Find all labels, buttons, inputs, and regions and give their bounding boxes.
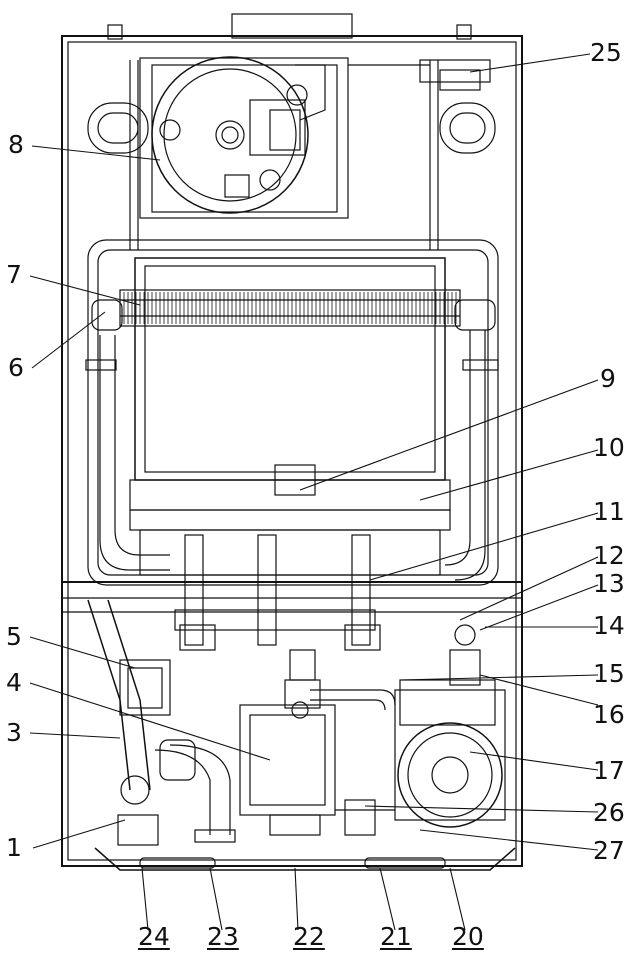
boiler-casing	[61, 35, 523, 867]
callout-10: 10	[593, 433, 625, 462]
callout-15: 15	[593, 659, 625, 688]
callout-17: 17	[593, 756, 625, 785]
component-5	[119, 659, 171, 716]
flue-collar	[231, 13, 353, 39]
callout-25: 25	[590, 38, 622, 67]
callout-5: 5	[6, 622, 22, 651]
callout-16: 16	[593, 700, 625, 729]
callout-12: 12	[593, 541, 625, 570]
callout-9: 9	[600, 364, 616, 393]
callout-11: 11	[593, 497, 625, 526]
callout-20: 20	[452, 922, 484, 951]
callout-4: 4	[6, 668, 22, 697]
gas-valve	[239, 649, 336, 836]
bottom-tray	[94, 847, 516, 871]
callout-22: 22	[293, 922, 325, 951]
callout-7: 7	[6, 260, 22, 289]
callout-14: 14	[593, 611, 625, 640]
callout-23: 23	[207, 922, 239, 951]
burner	[129, 464, 451, 576]
pump	[394, 679, 506, 828]
callout-3: 3	[6, 718, 22, 747]
callout-26: 26	[593, 798, 625, 827]
callout-13: 13	[593, 569, 625, 598]
callout-1: 1	[6, 833, 22, 862]
heat-exchanger	[119, 289, 461, 327]
callout-8: 8	[8, 130, 24, 159]
callout-21: 21	[380, 922, 412, 951]
fan-assembly	[139, 56, 349, 219]
callout-27: 27	[593, 836, 625, 865]
callout-24: 24	[138, 922, 170, 951]
callout-6: 6	[8, 353, 24, 382]
combustion-chamber	[87, 239, 499, 586]
